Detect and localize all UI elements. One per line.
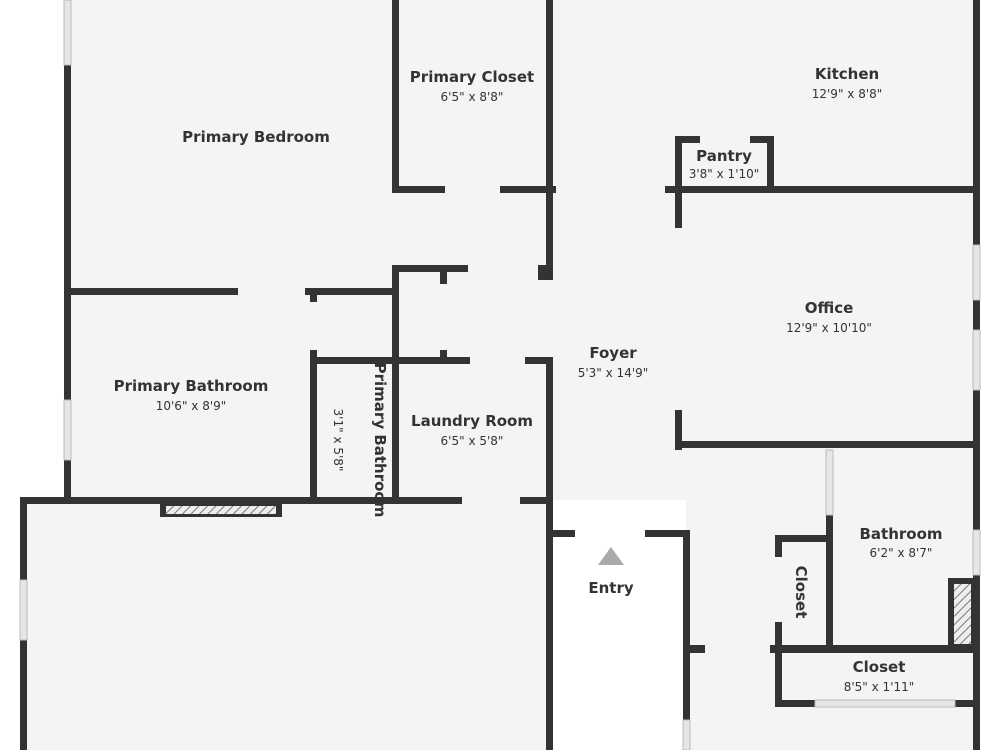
wall xyxy=(770,645,980,653)
wall xyxy=(500,186,556,193)
room-label-kitchen: Kitchen xyxy=(815,65,879,83)
room-label-entry: Entry xyxy=(588,579,633,597)
room-dims-laundry-room: 6'5" x 5'8" xyxy=(441,434,504,448)
wall xyxy=(440,272,447,284)
wall xyxy=(392,0,399,192)
room-label-bathroom: Bathroom xyxy=(859,525,942,543)
room-dims-bathroom: 6'2" x 8'7" xyxy=(870,546,933,560)
floor-area xyxy=(22,0,978,750)
window xyxy=(814,699,956,708)
window xyxy=(19,579,28,641)
room-label-primary-bathroom: Primary Bathroom xyxy=(114,377,269,395)
wall xyxy=(645,530,690,537)
room-label-foyer: Foyer xyxy=(589,344,637,362)
window xyxy=(972,529,981,576)
wall xyxy=(675,441,980,448)
room-label-primary-bathroom-small: Primary Bathroom xyxy=(371,363,389,518)
window xyxy=(63,0,72,66)
wall xyxy=(20,497,27,580)
window xyxy=(63,399,72,461)
window xyxy=(682,719,691,750)
wall xyxy=(690,645,705,653)
wall xyxy=(750,136,774,143)
wall xyxy=(525,357,553,364)
wall xyxy=(392,186,445,193)
wall xyxy=(310,350,317,500)
wall xyxy=(775,622,782,707)
window xyxy=(825,449,834,516)
room-dims-kitchen: 12'9" x 8'8" xyxy=(812,87,883,101)
window xyxy=(972,244,981,301)
room-dims-primary-bathroom-small: 3'1" x 5'8" xyxy=(331,409,345,472)
wall xyxy=(305,288,399,295)
wall xyxy=(538,265,553,280)
entry-area xyxy=(553,537,684,750)
room-dims-foyer: 5'3" x 14'9" xyxy=(578,366,649,380)
room-label-laundry-room: Laundry Room xyxy=(411,412,533,430)
wall xyxy=(20,640,27,750)
wall xyxy=(826,515,833,648)
entry-arrow-icon xyxy=(598,547,624,565)
room-label-office: Office xyxy=(805,299,854,317)
wall xyxy=(310,288,317,302)
windows xyxy=(19,0,981,750)
hatched-fixture xyxy=(166,506,276,514)
wall xyxy=(683,530,690,720)
wall xyxy=(775,700,815,707)
wall xyxy=(775,535,832,542)
wall xyxy=(392,265,399,500)
room-dims-pantry: 3'8" x 1'10" xyxy=(689,167,760,181)
room-label-closet-small: Closet xyxy=(792,566,810,619)
wall xyxy=(546,357,553,750)
wall xyxy=(312,357,470,364)
wall xyxy=(767,136,774,188)
window xyxy=(972,329,981,391)
room-dims-primary-closet: 6'5" x 8'8" xyxy=(441,90,504,104)
room-label-closet: Closet xyxy=(853,658,906,676)
wall xyxy=(440,350,447,362)
wall xyxy=(665,186,980,193)
room-label-primary-bedroom: Primary Bedroom xyxy=(182,128,330,146)
wall xyxy=(64,0,71,500)
room-dims-primary-bathroom: 10'6" x 8'9" xyxy=(156,399,227,413)
wall xyxy=(675,410,682,450)
wall xyxy=(775,535,782,557)
wall xyxy=(675,136,682,228)
wall xyxy=(675,136,700,143)
wall xyxy=(955,700,980,707)
room-dims-closet: 8'5" x 1'11" xyxy=(844,680,915,694)
wall xyxy=(546,0,553,280)
room-label-pantry: Pantry xyxy=(696,147,752,165)
wall xyxy=(553,530,575,537)
room-dims-office: 12'9" x 10'10" xyxy=(786,321,872,335)
wall xyxy=(20,497,462,504)
wall xyxy=(64,288,238,295)
hatched-fixture xyxy=(954,584,971,644)
room-label-primary-closet: Primary Closet xyxy=(410,68,534,86)
wall xyxy=(520,497,553,504)
wall xyxy=(392,265,468,272)
room-labels: Primary Bedroom Primary Closet 6'5" x 8'8"… xyxy=(114,65,943,694)
